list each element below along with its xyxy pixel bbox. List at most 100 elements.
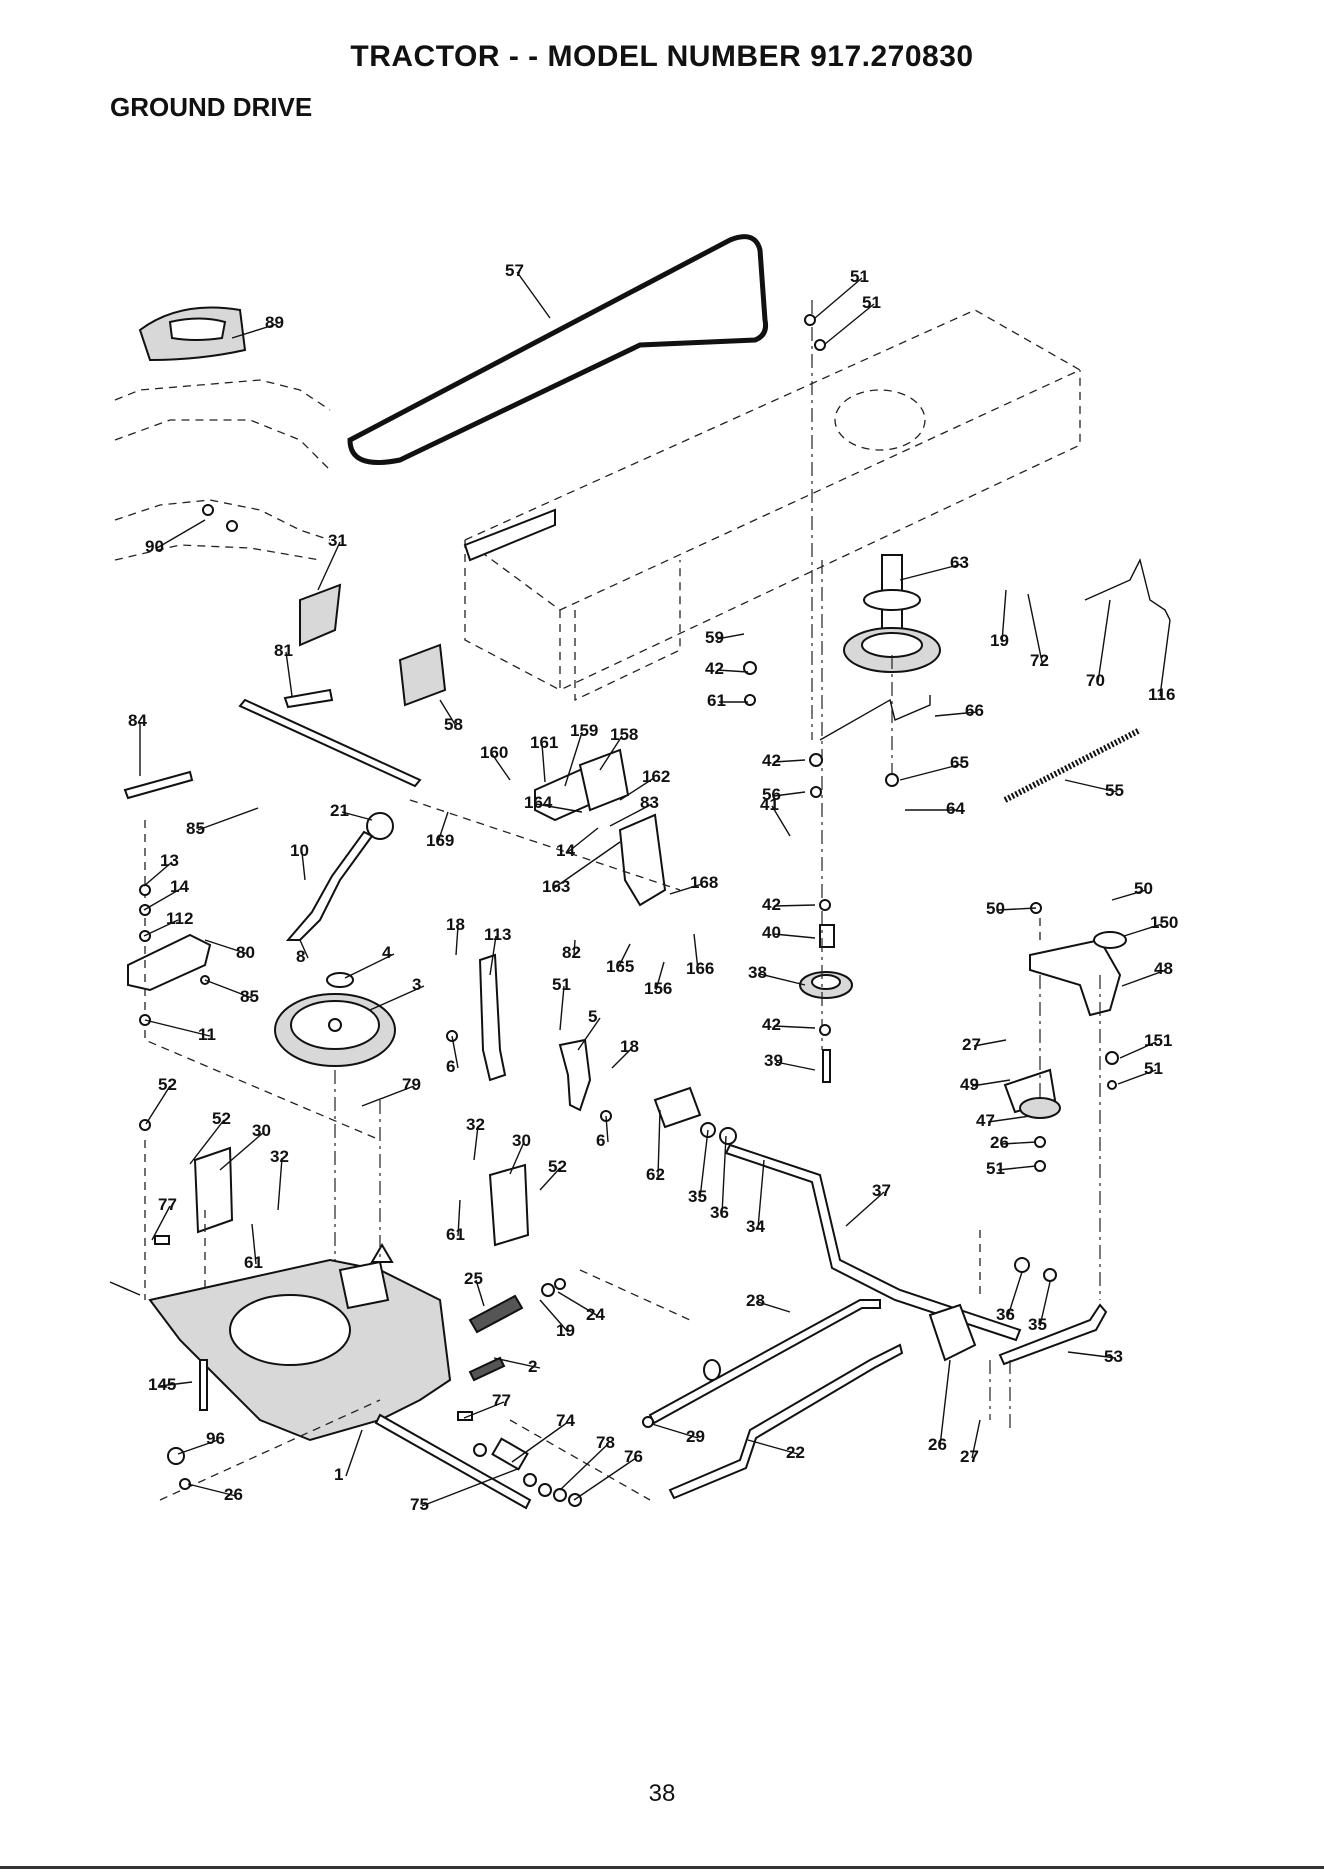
callout-c163: 163 — [542, 877, 570, 896]
callout-c150: 150 — [1150, 913, 1178, 932]
leader-line-c62 — [657, 1109, 661, 1177]
rod-22 — [668, 1343, 904, 1500]
callout-c78: 78 — [596, 1433, 615, 1452]
callout-c47: 47 — [976, 1111, 995, 1130]
callout-c70: 70 — [1086, 671, 1105, 690]
page-number: 38 — [648, 1780, 676, 1807]
callout-c166: 166 — [686, 959, 714, 978]
callout-c21: 21 — [330, 801, 349, 820]
hardware — [139, 314, 1119, 1507]
callout-c8: 8 — [296, 947, 305, 966]
rod-84 — [123, 770, 194, 800]
leader-line-c26b — [1001, 1141, 1037, 1145]
callout-c50b: 50 — [1134, 879, 1153, 898]
leader-line-c78 — [559, 1443, 609, 1491]
callout-c82: 82 — [562, 943, 581, 962]
leader-line-c38 — [759, 973, 806, 986]
callout-c156: 156 — [644, 979, 672, 998]
leader-line-c51d — [1117, 1069, 1157, 1085]
callout-c36a: 36 — [710, 1203, 729, 1222]
callout-c26a: 26 — [224, 1485, 243, 1504]
leader-line-c74 — [511, 1421, 569, 1463]
leader-line-c28 — [757, 1301, 791, 1313]
leader-line-c5 — [577, 1017, 601, 1051]
callout-c40: 40 — [762, 923, 781, 942]
leader-line-c65 — [899, 763, 963, 781]
leader-line-c83 — [609, 803, 653, 827]
leader-line-c113 — [489, 935, 497, 976]
callout-c11: 11 — [198, 1025, 216, 1044]
leader-line-c164 — [535, 803, 583, 813]
leader-line-c59 — [716, 633, 745, 640]
callout-c51d: 51 — [1144, 1059, 1163, 1078]
leader-line-c21 — [341, 811, 373, 821]
callout-c5: 5 — [588, 1007, 597, 1026]
callout-c96: 96 — [206, 1429, 225, 1448]
callout-c52a: 52 — [158, 1075, 177, 1094]
callout-c42a: 42 — [705, 659, 724, 678]
leader-line-c166 — [693, 933, 699, 971]
callout-c18a: 18 — [446, 915, 465, 934]
leader-line-c162 — [619, 777, 655, 801]
leader-line-c77a — [151, 1205, 171, 1241]
callout-c56: 56 — [762, 785, 781, 804]
callout-c84: 84 — [128, 711, 147, 730]
leader-line-c32a — [277, 1157, 283, 1211]
leader-line-c14b — [143, 887, 183, 911]
shift-lever — [285, 830, 374, 941]
callout-c6b: 6 — [596, 1131, 605, 1150]
bottom-rule — [0, 1866, 1324, 1869]
callout-c26c: 26 — [928, 1435, 947, 1454]
callout-c75: 75 — [410, 1495, 429, 1514]
callout-c85a: 85 — [186, 819, 205, 838]
leader-line-c42c — [773, 904, 816, 907]
callout-c151: 151 — [1144, 1031, 1172, 1050]
callout-c27b: 27 — [960, 1447, 979, 1466]
callout-c42c: 42 — [762, 895, 781, 914]
leader-line-c26c — [939, 1359, 951, 1447]
callout-c42b: 42 — [762, 751, 781, 770]
bracket-30-center — [488, 1163, 530, 1247]
callout-c32a: 32 — [270, 1147, 289, 1166]
spring-25 — [468, 1294, 524, 1334]
callout-c52b: 52 — [212, 1109, 231, 1128]
leader-line-c50a — [997, 907, 1037, 911]
callout-c63: 63 — [950, 553, 969, 572]
callout-c38: 38 — [748, 963, 767, 982]
callout-c26b: 26 — [990, 1133, 1009, 1152]
callout-c53: 53 — [1104, 1347, 1123, 1366]
leader-line-c10 — [301, 851, 306, 881]
callout-c81: 81 — [274, 641, 293, 660]
leader-line-c35b — [1039, 1281, 1051, 1327]
bracket-31 — [299, 583, 342, 647]
leader-line-c52a — [145, 1085, 171, 1125]
callout-c14a: 14 — [556, 841, 575, 860]
callout-c80: 80 — [236, 943, 255, 962]
callout-c10: 10 — [290, 841, 309, 860]
rod-70 — [1084, 557, 1171, 621]
callout-c1: 1 — [334, 1465, 343, 1484]
leader-line-c161 — [541, 743, 546, 783]
bracket-48 — [1029, 938, 1122, 1017]
callout-c28: 28 — [746, 1291, 765, 1310]
callout-c30a: 30 — [252, 1121, 271, 1140]
callout-c30b: 30 — [512, 1131, 531, 1150]
drive-belt-57 — [347, 234, 768, 465]
callout-c51b: 51 — [862, 293, 881, 312]
leader-line-c4 — [344, 953, 395, 979]
callout-c51c: 51 — [552, 975, 571, 994]
leader-line-c163 — [553, 841, 621, 889]
callout-c72: 72 — [1030, 651, 1049, 670]
leader-line-c25 — [475, 1279, 485, 1307]
leader-line-c150 — [1123, 923, 1163, 937]
callout-c39: 39 — [764, 1051, 783, 1070]
callout-c55: 55 — [1105, 781, 1124, 800]
leader-line-c112 — [143, 919, 179, 937]
leader-line-c116 — [1159, 619, 1171, 697]
leader-line-c79 — [361, 1085, 415, 1107]
callout-c34: 34 — [746, 1217, 765, 1236]
callout-c3: 3 — [412, 975, 421, 994]
leader-line-c37 — [845, 1191, 885, 1227]
leader-line-c76 — [573, 1457, 637, 1501]
callout-c48: 48 — [1154, 959, 1173, 978]
